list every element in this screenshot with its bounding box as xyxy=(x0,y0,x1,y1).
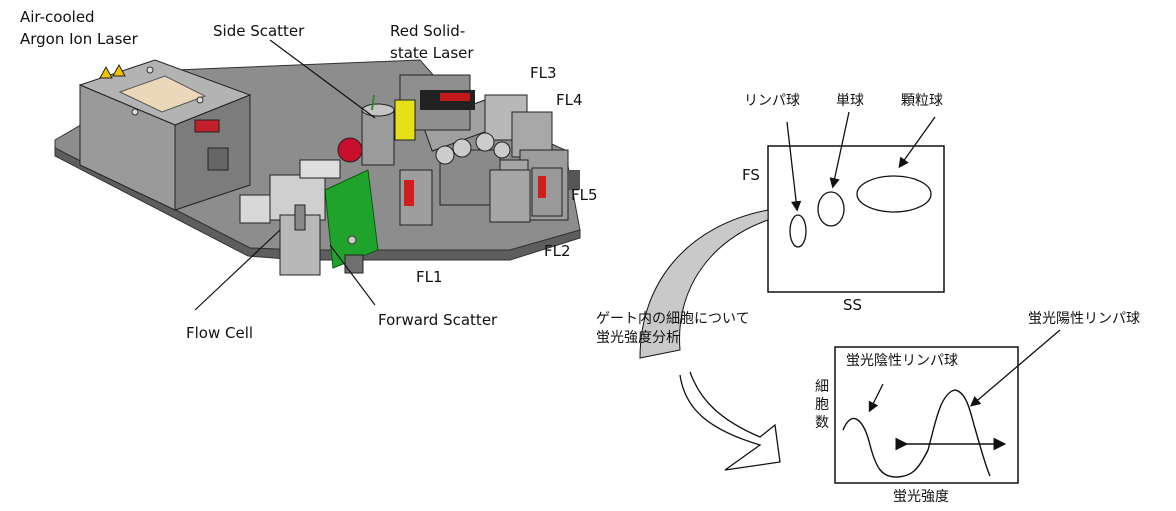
label-red-laser-line2: state Laser xyxy=(390,44,474,62)
histogram-frame xyxy=(834,346,1019,484)
label-fl4: FL4 xyxy=(556,91,583,109)
label-side-scatter: Side Scatter xyxy=(213,22,305,40)
label-red-laser-line1: Red Solid- xyxy=(390,22,466,40)
label-flow-cell: Flow Cell xyxy=(186,324,254,342)
arrow-monocyte xyxy=(829,111,850,189)
label-argon-line1: Air-cooled xyxy=(20,8,95,26)
arrow-negative xyxy=(868,383,884,413)
label-fl1: FL1 xyxy=(416,268,443,286)
scatter-y-axis-label: FS xyxy=(742,166,760,184)
red-laser-unit xyxy=(394,74,475,141)
histogram-y-axis-char1: 細 xyxy=(815,379,829,395)
label-forward-scatter: Forward Scatter xyxy=(378,311,498,329)
arrow-granulocyte xyxy=(898,116,936,169)
flow-cell-assembly xyxy=(239,159,341,276)
gate-caption-line2: 蛍光強度分析 xyxy=(596,330,680,346)
label-monocyte: 単球 xyxy=(836,93,864,109)
scatter-x-axis-label: SS xyxy=(843,296,863,314)
monocyte-population xyxy=(817,191,845,227)
label-fl2: FL2 xyxy=(544,242,571,260)
label-granulocyte: 顆粒球 xyxy=(901,93,943,109)
forward-scatter-board xyxy=(324,169,379,274)
label-lymphocyte: リンパ球 xyxy=(744,93,800,109)
histogram-y-axis-char3: 数 xyxy=(815,415,829,431)
scatter-plot-frame xyxy=(767,145,945,293)
arrow-lymphocyte xyxy=(786,121,802,212)
gate-flow-arrow-lower xyxy=(679,371,781,471)
side-scatter-detector xyxy=(337,94,395,166)
leader-lines xyxy=(194,39,376,311)
gate-flow-arrow xyxy=(639,209,769,359)
granulocyte-population xyxy=(856,175,932,213)
label-fl5: FL5 xyxy=(571,186,598,204)
gate-caption-line1: ゲート内の細胞について xyxy=(596,311,750,327)
label-argon-line2: Argon Ion Laser xyxy=(20,30,138,48)
label-negative-lymphocyte: 蛍光陰性リンパ球 xyxy=(846,353,958,369)
arrow-positive xyxy=(970,329,1061,407)
argon-laser-box xyxy=(78,59,252,211)
label-positive-lymphocyte: 蛍光陽性リンパ球 xyxy=(1028,311,1140,327)
fl-detectors xyxy=(399,167,580,226)
lymphocyte-population xyxy=(789,214,807,248)
histogram-y-axis-char2: 胞 xyxy=(815,397,829,413)
histogram-x-axis-label: 蛍光強度 xyxy=(893,489,949,505)
label-fl3: FL3 xyxy=(530,64,557,82)
